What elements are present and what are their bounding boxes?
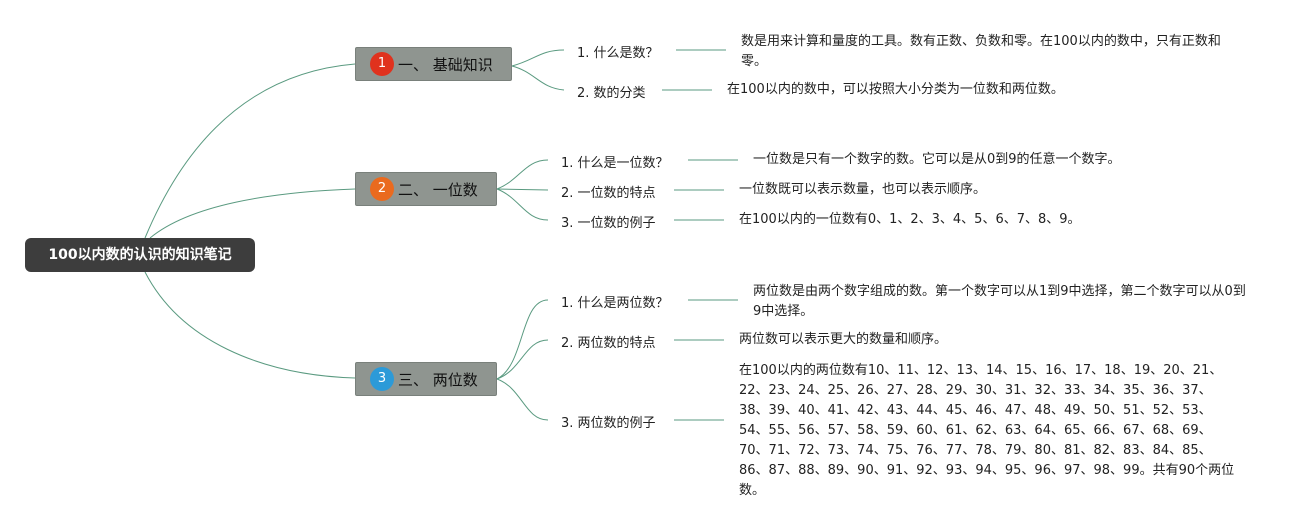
number-badge-2: 2 <box>370 177 394 201</box>
description-1-1: 数是用来计算和量度的工具。数有正数、负数和零。在100以内的数中，只有正数和零。 <box>741 34 1221 69</box>
description-1-2: 在100以内的数中，可以按照大小分类为一位数和两位数。 <box>727 82 1064 97</box>
description-3-3: 在100以内的两位数有10、11、12、13、14、15、16、17、18、19… <box>739 363 1235 498</box>
topic-1-2[interactable]: 2. 数的分类 <box>577 86 646 101</box>
branch-node-1[interactable]: 1 一、 基础知识 <box>355 47 512 81</box>
connector-b1-t2 <box>511 65 565 91</box>
description-2-1: 一位数是只有一个数字的数。它可以是从0到9的任意一个数字。 <box>753 152 1121 167</box>
connector-root-branch-2 <box>149 188 356 239</box>
connector-b2-t1 <box>496 159 549 190</box>
connector-b3-t2 <box>496 339 549 380</box>
connector-root-branch-1 <box>144 63 356 239</box>
connector-root-branch-3 <box>144 271 356 379</box>
branch-node-2[interactable]: 2 二、 一位数 <box>355 172 497 206</box>
description-3-1: 两位数是由两个数字组成的数。第一个数字可以从1到9中选择，第二个数字可以从0到9… <box>753 284 1246 319</box>
branch-label-1: 一、 基础知识 <box>398 55 493 74</box>
connector-b2-t3 <box>496 188 549 221</box>
topic-3-2[interactable]: 2. 两位数的特点 <box>561 336 656 351</box>
branch-label-2: 二、 一位数 <box>398 180 478 199</box>
topic-2-2[interactable]: 2. 一位数的特点 <box>561 186 656 201</box>
description-2-2: 一位数既可以表示数量，也可以表示顺序。 <box>739 182 987 197</box>
number-badge-3: 3 <box>370 367 394 391</box>
topic-3-1[interactable]: 1. 什么是两位数？ <box>561 296 669 311</box>
branch-label-3: 三、 两位数 <box>398 370 478 389</box>
topic-2-1[interactable]: 1. 什么是一位数？ <box>561 156 669 171</box>
topic-2-3[interactable]: 3. 一位数的例子 <box>561 216 656 231</box>
branch-node-3[interactable]: 3 三、 两位数 <box>355 362 497 396</box>
root-title: 100以内数的认识的知识笔记 <box>48 247 232 263</box>
number-badge-1: 1 <box>370 52 394 76</box>
description-3-2: 两位数可以表示更大的数量和顺序。 <box>739 332 948 347</box>
topic-1-1[interactable]: 1. 什么是数？ <box>577 46 659 61</box>
connector-b3-t3 <box>496 378 549 421</box>
connector-b2-t2 <box>496 188 549 191</box>
description-2-3: 在100以内的一位数有0、1、2、3、4、5、6、7、8、9。 <box>739 212 1081 227</box>
connector-b3-t1 <box>496 299 549 380</box>
connector-b1-t1 <box>511 49 565 67</box>
topic-3-3[interactable]: 3. 两位数的例子 <box>561 416 656 431</box>
root-node[interactable]: 100以内数的认识的知识笔记 <box>25 238 255 272</box>
